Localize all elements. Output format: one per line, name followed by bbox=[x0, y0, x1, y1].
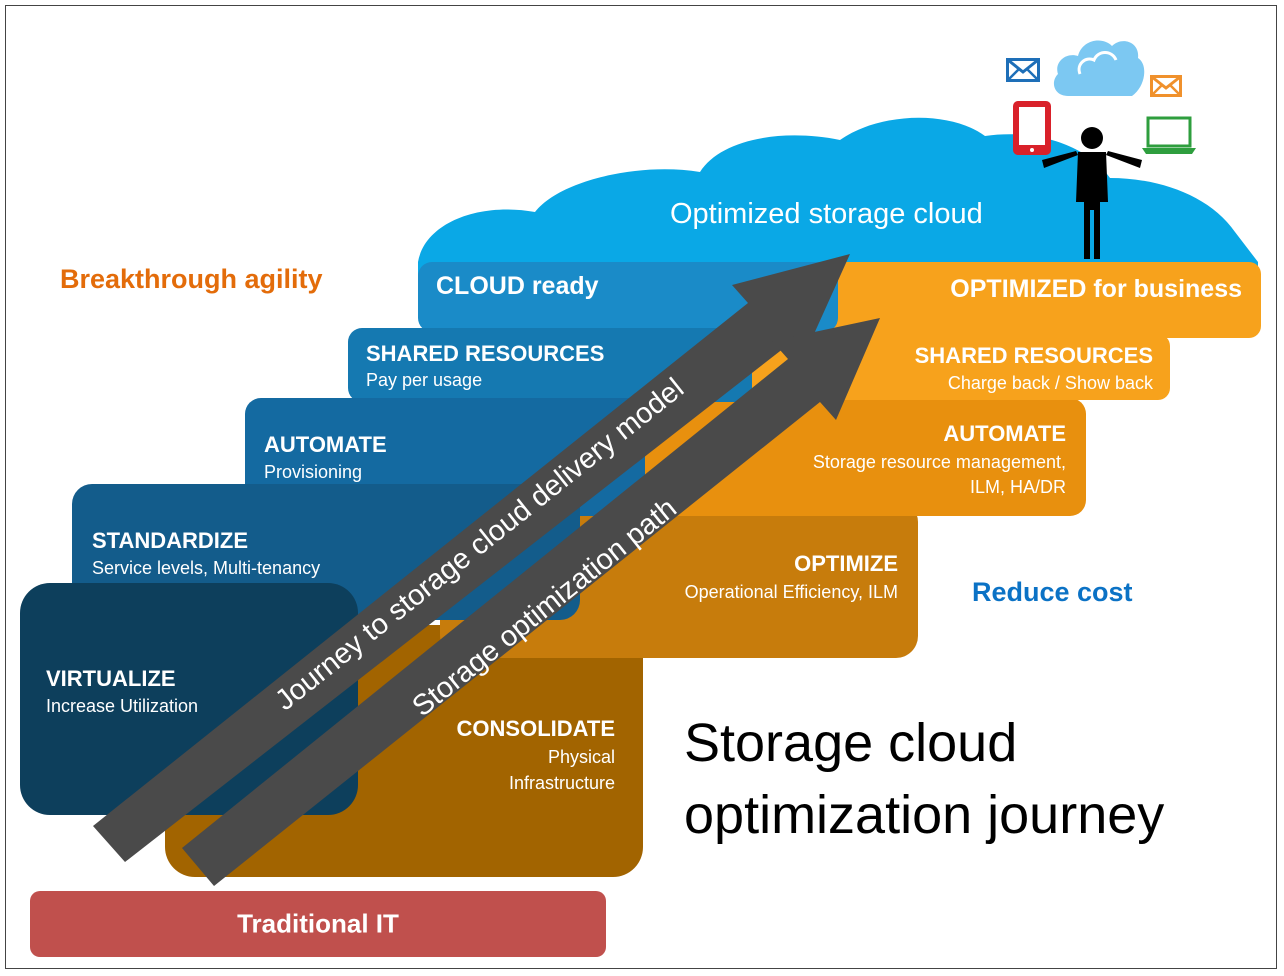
reduce-cost-label: Reduce cost bbox=[972, 577, 1133, 607]
orange-automate-subtitle-line1: Storage resource management, bbox=[812, 452, 1066, 472]
breakthrough-agility-label: Breakthrough agility bbox=[60, 264, 323, 294]
blue-standardize-subtitle: Service levels, Multi-tenancy bbox=[92, 558, 321, 578]
orange-consolidate-subtitle-line2: Infrastructure bbox=[508, 773, 615, 793]
blue-automate-title: AUTOMATE bbox=[264, 432, 387, 457]
blue-automate-subtitle: Provisioning bbox=[264, 462, 363, 482]
blue-standardize-title: STANDARDIZE bbox=[92, 528, 249, 553]
main-title-line1: Storage cloud bbox=[684, 713, 1018, 773]
orange-optimize-subtitle: Operational Efficiency, ILM bbox=[684, 582, 898, 602]
orange-shared-title: SHARED RESOURCES bbox=[914, 343, 1153, 368]
traditional-it-label: Traditional IT bbox=[237, 908, 399, 939]
diagram-frame bbox=[5, 5, 1277, 969]
blue-cloud-ready-title: CLOUD ready bbox=[436, 272, 599, 300]
orange-automate-title: AUTOMATE bbox=[943, 421, 1066, 446]
journey-arrow bbox=[93, 254, 850, 862]
orange-consolidate-title: CONSOLIDATE bbox=[456, 716, 615, 741]
orange-automate-subtitle-line2: ILM, HA/DR bbox=[969, 477, 1066, 497]
blue-shared-title: SHARED RESOURCES bbox=[366, 341, 605, 366]
orange-shared-subtitle: Charge back / Show back bbox=[947, 373, 1153, 393]
blue-virtualize-title: VIRTUALIZE bbox=[46, 666, 176, 691]
optimization-arrow bbox=[182, 318, 880, 886]
orange-consolidate-subtitle-line1: Physical bbox=[547, 747, 615, 767]
cloud-icon bbox=[1053, 40, 1145, 96]
blue-shared-subtitle: Pay per usage bbox=[366, 370, 483, 390]
main-title-line2: optimization journey bbox=[684, 785, 1165, 845]
envelope-icon bbox=[1006, 58, 1040, 82]
envelope-icon bbox=[1150, 75, 1182, 97]
orange-optimize-title: OPTIMIZE bbox=[794, 551, 898, 576]
tablet-icon bbox=[1013, 101, 1051, 155]
person-icon bbox=[1042, 127, 1142, 259]
laptop-icon bbox=[1142, 116, 1196, 154]
orange-optimized-title: OPTIMIZED for business bbox=[950, 275, 1242, 303]
cloud-label: Optimized storage cloud bbox=[670, 198, 983, 230]
traditional-it-bar bbox=[30, 891, 606, 957]
blue-virtualize-subtitle: Increase Utilization bbox=[46, 696, 199, 716]
